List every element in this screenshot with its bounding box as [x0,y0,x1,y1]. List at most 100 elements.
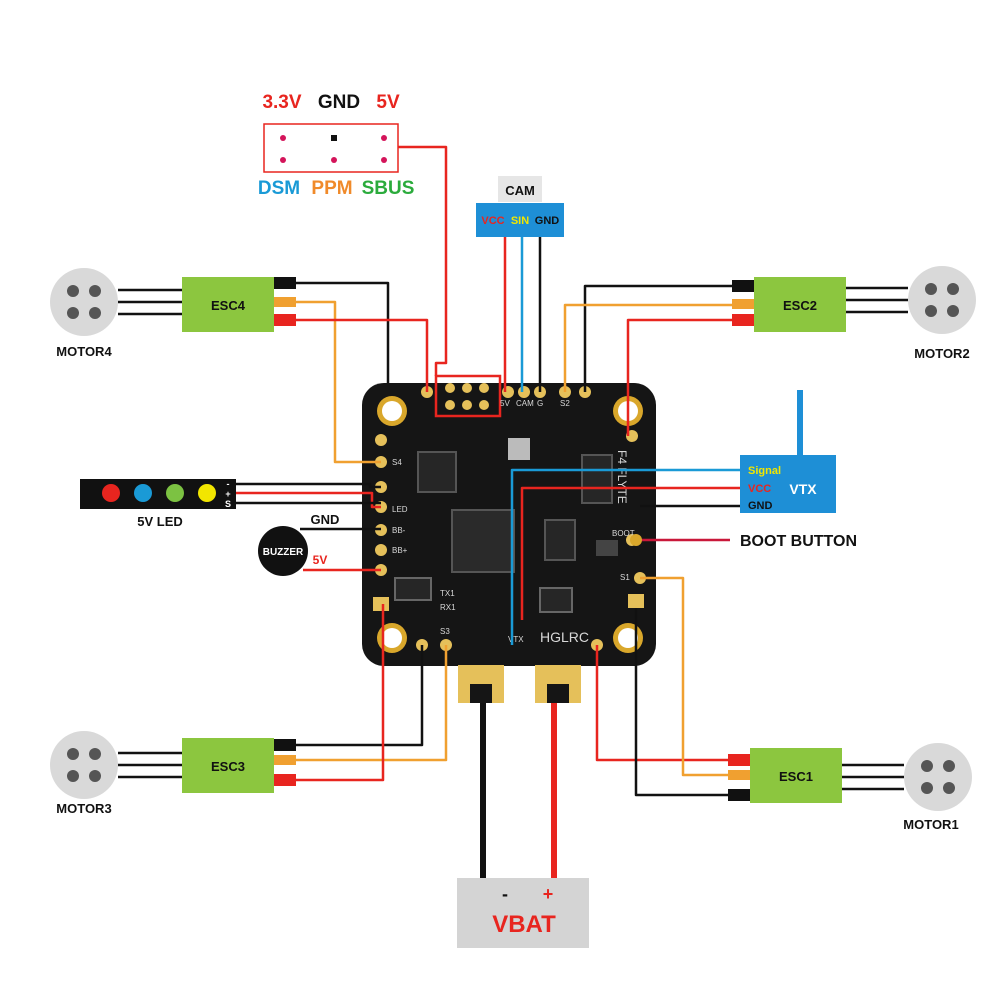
esc4: ESC4 [182,277,296,332]
wire-esc2-vbat [626,318,748,436]
pad-label-s4: S4 [392,458,402,467]
flight-controller-board: HGLRC F4 FLYTE S4 S3 S2 S1 LED BB- BB+ T… [362,374,656,703]
motor4-label: MOTOR4 [56,344,112,359]
vtx-box [740,455,836,513]
wires [236,145,748,882]
motor1-label: MOTOR1 [903,817,958,832]
capacitor-chip [539,587,573,613]
flash-chip [544,519,576,561]
mcu-chip [451,509,515,573]
pad-label-boot: BOOT [612,529,635,538]
led-pin-plus: + [225,489,230,499]
receiver-header-box [263,123,399,173]
led-strip: - + S 5V LED [80,479,236,529]
camera-pin-gnd: GND [535,215,560,227]
wire-vtx-vcc [520,486,740,620]
osd-chip [417,451,457,493]
battery-label: VBAT [492,911,556,938]
right-solder-pads [626,430,646,608]
boot-switch[interactable] [596,540,618,556]
wire-esc2-signal [563,303,740,392]
buzzer-label: BUZZER [263,547,304,558]
boot-button-icon[interactable] [630,534,642,546]
camera-pin-sin: SIN [511,215,529,227]
battery-body [457,878,589,948]
camera-title: CAM [505,183,535,198]
wire-esc1-gnd [634,608,748,797]
camera-pin-box [476,203,564,237]
esc1-label: ESC1 [779,769,813,784]
header-label-sbus: SBUS [362,178,415,199]
header-label-3v3: 3.3V [262,92,301,113]
pad-label-cam: CAM [516,399,534,408]
mounting-hole-bl [377,623,407,653]
motor1-icon [904,743,972,811]
board-model: F4 FLYTE [615,450,629,504]
motor4-icon [50,268,118,336]
vtx-pin-signal: Signal [748,465,781,477]
mosfet-chip [394,577,432,601]
wire-esc1-signal [640,576,740,777]
buzzer-gnd-label: GND [311,512,340,527]
pad-label-5v: 5V [500,399,510,408]
esc3: ESC3 [182,738,296,793]
vtx-pin-vcc: VCC [748,483,771,495]
led-strip-label: 5V LED [137,514,183,529]
pad-label-tx1: TX1 [440,589,455,598]
board-brand: HGLRC [540,629,589,645]
motor4: MOTOR4 [50,268,183,359]
motor3-label: MOTOR3 [56,801,111,816]
motor3-icon [50,731,118,799]
receiver-header: 3.3V GND 5V DSM PPM SBUS [258,92,415,199]
pad-label-s3: S3 [440,627,450,636]
esc2: ESC2 [732,277,846,332]
regulator-chip [581,454,613,504]
wire-esc4-vbat [290,318,429,392]
header-label-5v: 5V [376,92,400,113]
wire-receiver-5v [398,145,448,376]
led-red-icon [102,484,120,502]
battery-minus-label: - [502,884,508,904]
wire-vtx-signal [510,468,740,645]
pad-label-bb-plus: BB+ [392,546,408,555]
led-green-icon [166,484,184,502]
camera-pin-vcc: VCC [481,215,504,227]
esc4-label: ESC4 [211,298,246,313]
wire-esc3-vbat [295,604,385,782]
motor2: MOTOR2 [845,266,976,361]
gyro-chip [508,438,530,460]
receiver-header-highlight [434,374,502,418]
led-yellow-icon [198,484,216,502]
header-label-ppm: PPM [311,178,352,199]
header-label-dsm: DSM [258,178,300,199]
wire-esc1-vbat [595,645,748,762]
battery: - + VBAT [457,878,589,948]
wire-esc3-gnd [295,645,424,747]
mounting-hole-br [613,623,643,653]
led-pin-s: S [225,499,231,509]
battery-plus-label: + [543,884,554,904]
wire-led-vcc [236,491,381,509]
pad-label-vtx: VTX [508,635,524,644]
motor1: MOTOR1 [842,743,972,832]
buzzer-5v-label: 5V [313,553,328,567]
camera-connector: CAM VCC SIN GND [476,176,564,237]
wire-esc2-gnd [583,284,748,392]
receiver-header-pads [445,383,489,410]
esc3-label: ESC3 [211,759,245,774]
wire-led-gnd [236,482,381,489]
boot-button-callout: BOOT BUTTON [630,533,857,550]
pad-label-s2: S2 [560,399,570,408]
header-label-gnd: GND [318,92,360,113]
pad-label-g: G [537,399,543,408]
boot-button-label: BOOT BUTTON [740,533,857,550]
esc2-label: ESC2 [783,298,817,313]
pad-label-rx1: RX1 [440,603,456,612]
buzzer: BUZZER GND 5V [258,512,339,576]
vtx-pin-gnd: GND [748,500,773,512]
wire-esc4-signal [283,300,381,464]
pad-label-bb-minus: BB- [392,526,406,535]
wire-esc4-gnd [283,281,390,383]
